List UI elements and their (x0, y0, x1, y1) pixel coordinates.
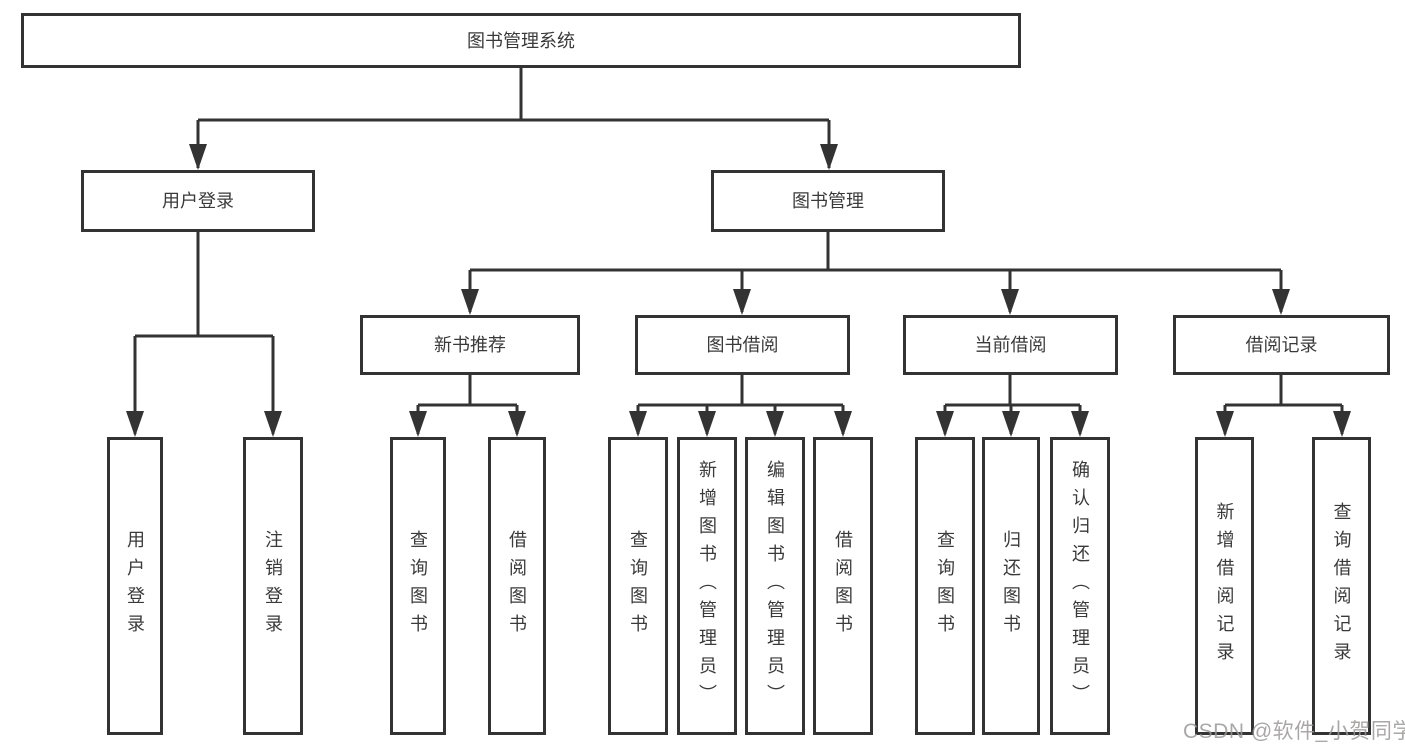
leaf-borrow-books-1: 借阅图书 (488, 437, 546, 735)
leaf-add-book-admin: 新增图书（管理员） (677, 437, 737, 735)
leaf-confirm-return-admin: 确认归还（管理员） (1050, 437, 1110, 735)
leaf-query-borrow-record: 查询借阅记录 (1312, 437, 1371, 735)
node-book-borrowing: 图书借阅 (635, 315, 850, 375)
node-borrowing-records: 借阅记录 (1173, 315, 1390, 375)
node-new-book-recommend: 新书推荐 (360, 315, 580, 375)
leaf-add-borrow-record: 新增借阅记录 (1195, 437, 1254, 735)
leaf-logout: 注销登录 (243, 437, 303, 735)
leaf-query-books-3: 查询图书 (915, 437, 975, 735)
leaf-edit-book-admin: 编辑图书（管理员） (745, 437, 805, 735)
leaf-user-login: 用户登录 (107, 437, 163, 735)
node-book-management: 图书管理 (711, 170, 945, 232)
node-user-login: 用户登录 (81, 170, 315, 232)
node-current-borrowing: 当前借阅 (903, 315, 1118, 375)
leaf-return-book: 归还图书 (982, 437, 1040, 735)
leaf-query-books-1: 查询图书 (390, 437, 446, 735)
leaf-query-books-2: 查询图书 (608, 437, 668, 735)
csdn-watermark: CSDN @软件_小贺同学 (1183, 720, 1405, 743)
node-root: 图书管理系统 (21, 13, 1021, 68)
leaf-borrow-books-2: 借阅图书 (813, 437, 873, 735)
